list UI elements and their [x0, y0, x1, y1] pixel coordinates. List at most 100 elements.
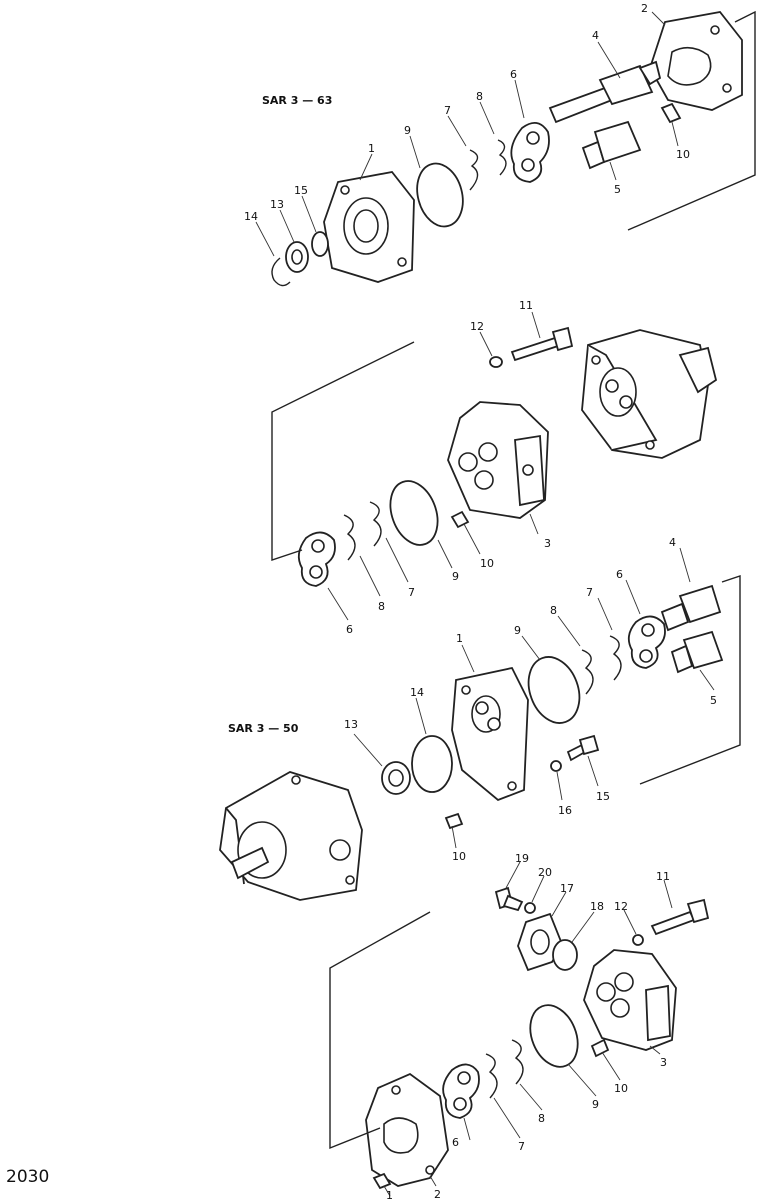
part-6-wear-plate-top	[510, 122, 550, 183]
callout-14: 14	[410, 686, 424, 699]
part-20-washer-bottom	[524, 902, 536, 914]
part-3-cover-bottom	[583, 949, 677, 1051]
callout-9: 9	[404, 124, 411, 137]
callout-9: 9	[514, 624, 521, 637]
callout-2: 2	[434, 1188, 441, 1200]
callout-17: 17	[560, 882, 574, 895]
callouts-top: 2 4 5 6 8 7 9 1 10 15 13 14	[244, 2, 690, 223]
callout-19: 19	[515, 852, 529, 865]
assembled-pump-middle	[581, 329, 718, 459]
callouts-bottom: 19 20 17 18 11 12 3 10 9 8 7 6 2 1	[386, 852, 670, 1200]
callout-5: 5	[614, 183, 621, 196]
callout-10: 10	[614, 1082, 628, 1095]
assembled-pump-lower	[219, 771, 363, 901]
assembly-title-lower: SAR 3 — 50	[228, 722, 299, 735]
part-10-dowel-pin-lower	[444, 812, 464, 830]
part-7-seal-middle	[369, 501, 382, 547]
callout-11: 11	[656, 870, 670, 883]
callout-6: 6	[452, 1136, 459, 1149]
leaders-lower	[353, 547, 715, 849]
part-15-bolt-lower	[566, 734, 600, 762]
part-8-backup-ring-bottom	[511, 1039, 524, 1085]
callout-1: 1	[386, 1189, 393, 1200]
part-4-drive-gear-lower	[660, 584, 722, 632]
callouts-lower: 4 5 6 7 8 9 1 14 13 15 16 10	[344, 536, 717, 863]
callout-9: 9	[592, 1098, 599, 1111]
part-8-backup-ring-top	[497, 139, 507, 176]
part-1-front-body-top	[323, 171, 415, 283]
callout-8: 8	[378, 600, 385, 613]
callout-6: 6	[346, 623, 353, 636]
part-9-gasket-middle	[389, 480, 439, 546]
page-number: 2030	[6, 1167, 49, 1187]
callout-18: 18	[590, 900, 604, 913]
callout-6: 6	[616, 568, 623, 581]
part-17-flange-bottom	[517, 912, 563, 972]
callout-6: 6	[510, 68, 517, 81]
part-7-seal-bottom	[485, 1053, 498, 1099]
part-8-backup-ring-middle	[343, 514, 356, 561]
leaders-bottom	[383, 861, 673, 1197]
callout-4: 4	[669, 536, 676, 549]
part-7-seal-top	[469, 149, 479, 191]
callout-15: 15	[596, 790, 610, 803]
callout-7: 7	[408, 586, 415, 599]
callout-7: 7	[586, 586, 593, 599]
part-18-o-ring-bottom	[552, 939, 578, 971]
part-11-bolt-bottom	[650, 898, 710, 936]
callout-16: 16	[558, 804, 572, 817]
part-2-rear-cover-bottom	[365, 1072, 449, 1187]
callout-10: 10	[480, 557, 494, 570]
part-2-rear-cover-top	[649, 11, 743, 111]
callout-13: 13	[270, 198, 284, 211]
part-10-dowel-pin-top	[660, 102, 682, 124]
callout-3: 3	[660, 1056, 667, 1069]
callout-1: 1	[456, 632, 463, 645]
leaders-top	[255, 11, 679, 257]
part-11-bolt-middle	[510, 326, 574, 362]
part-10-dowel-pin-bottom	[590, 1038, 610, 1058]
callout-12: 12	[614, 900, 628, 913]
leaders-middle	[327, 311, 541, 621]
part-14-oil-seal-top	[311, 231, 329, 257]
callout-13: 13	[344, 718, 358, 731]
assembly-title-top: SAR 3 — 63	[262, 94, 332, 107]
part-6-wear-plate-bottom	[442, 1063, 480, 1119]
callout-7: 7	[444, 104, 451, 117]
part-1-front-body-lower	[451, 666, 529, 802]
callout-3: 3	[544, 537, 551, 550]
callout-10: 10	[452, 850, 466, 863]
callout-7: 7	[518, 1140, 525, 1153]
part-3-cover-middle	[447, 401, 549, 519]
part-16-washer-lower	[550, 760, 562, 772]
callout-10: 10	[676, 148, 690, 161]
part-12-washer-middle	[489, 356, 503, 368]
callout-1: 1	[368, 142, 375, 155]
part-5-driven-gear-lower	[670, 630, 724, 674]
part-14-oil-seal-lower	[411, 735, 453, 793]
callout-8: 8	[538, 1112, 545, 1125]
callout-15: 14	[244, 210, 258, 223]
callout-14: 15	[294, 184, 308, 197]
callout-8: 8	[550, 604, 557, 617]
part-1-dowel-pin-bottom	[372, 1172, 392, 1190]
part-8-backup-ring-lower	[581, 649, 594, 695]
part-13-needle-bearing-top	[285, 241, 309, 273]
callout-2: 2	[641, 2, 648, 15]
part-6-wear-plate-lower	[627, 615, 666, 669]
part-4-drive-gear-shaft	[548, 60, 662, 124]
callout-20: 20	[538, 866, 552, 879]
part-15-snap-ring-top	[271, 257, 291, 287]
part-12-washer-bottom	[632, 934, 644, 946]
callout-4: 4	[592, 29, 599, 42]
callout-9: 9	[452, 570, 459, 583]
part-9-gasket-top	[416, 162, 464, 228]
callout-12: 12	[470, 320, 484, 333]
callout-5: 5	[710, 694, 717, 707]
callout-8: 8	[476, 90, 483, 103]
part-9-gasket-lower	[527, 656, 581, 724]
part-7-seal-lower	[609, 635, 622, 681]
callouts-middle: 11 12 3 10 9 7 8 6	[346, 299, 551, 636]
part-5-driven-gear	[581, 120, 642, 170]
